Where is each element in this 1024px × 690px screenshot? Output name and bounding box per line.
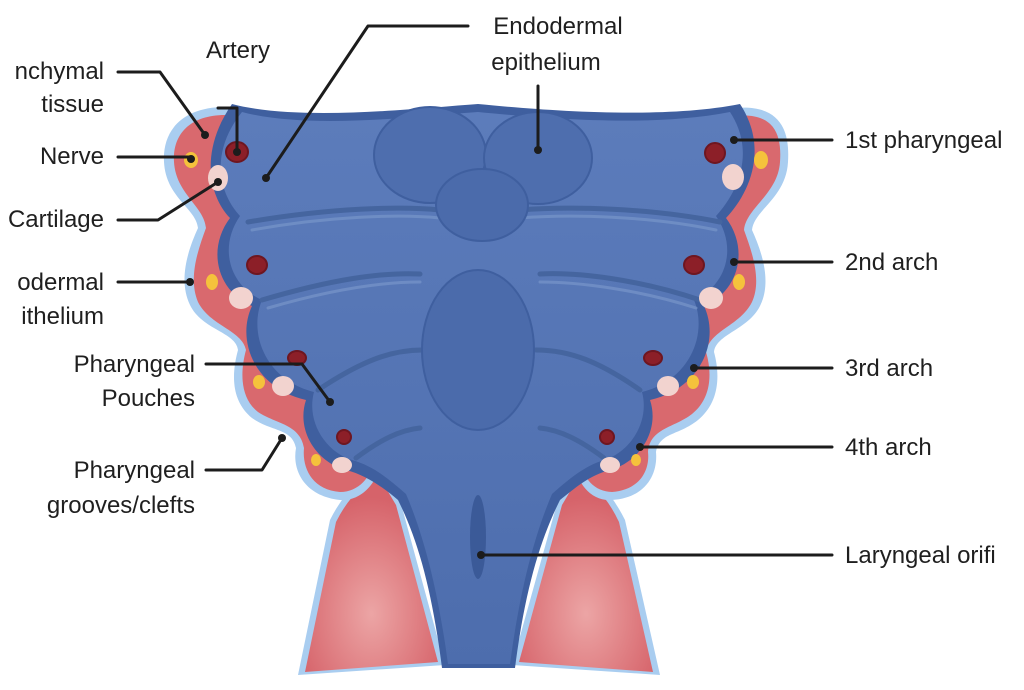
dot-arch3 [690,364,698,372]
label-pouches-2: Pouches [102,385,195,412]
label-arch4: 4th arch [845,434,932,461]
tongue-swellings [373,106,593,579]
label-artery: Artery [206,37,270,64]
label-mesenchymal-2: tissue [41,91,104,118]
dot-mesenchymal [201,131,209,139]
label-arch1: 1st pharyngeal [845,127,1002,154]
leader-artery [216,106,239,154]
label-ectodermal-1: odermal [17,269,104,296]
labels: nchymal tissue Artery Endodermal epithel… [8,13,1003,569]
dot-nerve [187,155,195,163]
dot-artery [233,148,241,156]
dot-arch1 [730,136,738,144]
dot-endodermal-tongue [534,146,542,154]
label-grooves-1: Pharyngeal [74,457,195,484]
dot-pouches [326,398,334,406]
leader-grooves [204,436,284,472]
left-arch-structures [184,141,352,473]
leader-endodermal [264,24,470,180]
leader-mesenchymal [116,70,207,137]
label-nerve: Nerve [40,143,104,170]
dot-arch4 [636,443,644,451]
label-endodermal-2: epithelium [491,49,600,76]
dot-endodermal [262,174,270,182]
label-arch2: 2nd arch [845,249,938,276]
dot-laryngeal [477,551,485,559]
label-endodermal-1: Endodermal [493,13,622,40]
leader-pouches [204,362,332,404]
floor-highlights [250,214,718,310]
label-grooves-2: grooves/clefts [47,492,195,519]
leader-cartilage [116,180,220,222]
label-mesenchymal-1: nchymal [15,58,104,85]
dot-grooves [278,434,286,442]
floor-grooves [245,205,723,461]
leader-lines [116,24,834,559]
label-laryngeal: Laryngeal orifi [845,542,996,569]
label-cartilage: Cartilage [8,206,104,233]
label-ectodermal-2: ithelium [21,303,104,330]
right-arch-structures [599,142,768,473]
dot-cartilage [214,178,222,186]
dot-arch2 [730,258,738,266]
dot-ectodermal [186,278,194,286]
label-pouches-1: Pharyngeal [74,351,195,378]
label-arch3: 3rd arch [845,355,933,382]
lower-mesenchyme [298,470,660,675]
